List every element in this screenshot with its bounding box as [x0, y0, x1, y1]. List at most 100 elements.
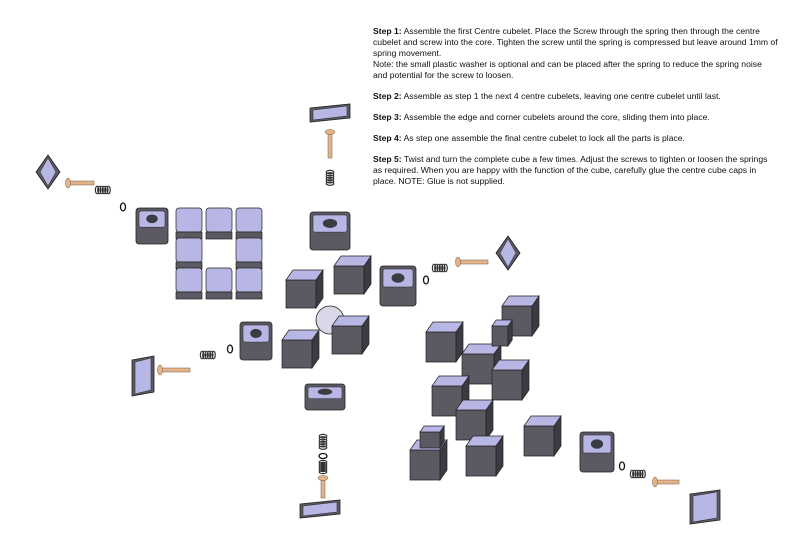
- cubelet-face: [331, 315, 370, 327]
- spring-coil: [206, 350, 212, 360]
- cubelet-face: [175, 267, 203, 293]
- cubelet-face: [285, 269, 324, 281]
- cubelet-face: [455, 399, 494, 411]
- spring-coil: [639, 469, 644, 479]
- spring-coil: [318, 463, 328, 469]
- bottom-screw: [317, 475, 329, 499]
- cubelet-face: [419, 425, 445, 433]
- lower-left-spring: [199, 350, 216, 360]
- spring-coil: [436, 263, 441, 273]
- screw-head: [455, 256, 461, 268]
- step-label: Step 5:: [373, 154, 402, 164]
- lower-left-centre-cubelet: [239, 321, 273, 361]
- right-lower-centre-cap: [689, 489, 721, 525]
- top-screw: [324, 129, 336, 159]
- screw-head: [324, 129, 336, 135]
- step-text: Assemble the edge and corner cubelets ar…: [403, 112, 710, 122]
- bottom-centre-cap: [299, 499, 341, 519]
- left-screw: [65, 177, 95, 189]
- spring-coil: [318, 443, 328, 448]
- cubelet: [205, 207, 233, 240]
- lower-left-washer: [226, 344, 234, 354]
- screw-shaft: [654, 479, 680, 485]
- right-lower-centre-cubelet: [579, 431, 615, 473]
- step-text: Assemble the first Centre cubelet. Place…: [373, 26, 778, 58]
- top-spring: [325, 169, 335, 186]
- centre-hole: [590, 439, 604, 449]
- step-3: Step 3: Assemble the edge and corner cub…: [373, 112, 778, 123]
- cubelet-face: [205, 207, 233, 233]
- cubelet-face: [333, 255, 372, 267]
- screw-shaft: [67, 180, 95, 186]
- spring-coil: [636, 469, 642, 479]
- step-5: Step 5: Twist and turn the complete cube…: [373, 154, 778, 187]
- screw-shaft: [327, 131, 333, 159]
- cubelet: [281, 328, 320, 370]
- spring-coil: [209, 350, 214, 360]
- cubelet-side: [409, 449, 441, 481]
- spring-coil: [434, 263, 439, 273]
- cubelet-face: [431, 375, 470, 387]
- centre-hole: [322, 218, 338, 228]
- cap-face: [134, 357, 152, 395]
- step-text: Twist and turn the complete cube a few t…: [373, 154, 768, 186]
- step-2: Step 2: Assemble as step 1 the next 4 ce…: [373, 91, 778, 102]
- assembly-instructions: Step 1: Assemble the first Centre cubele…: [373, 26, 778, 197]
- spring-coil: [325, 176, 335, 182]
- lower-left-centre-cap: [131, 355, 155, 397]
- cubelet-face: [281, 329, 320, 341]
- cubelet-face: [491, 359, 530, 371]
- screw-head: [317, 475, 329, 481]
- cubelet-side: [491, 325, 509, 347]
- spring-coil: [632, 469, 637, 479]
- spring-coil: [325, 181, 335, 186]
- cap-face: [39, 157, 57, 187]
- cubelet: [175, 267, 203, 300]
- cubelet-face: [175, 237, 203, 263]
- left-washer: [119, 202, 127, 212]
- screw-shaft: [457, 259, 489, 265]
- screw-shaft: [320, 477, 326, 499]
- cubelet-side: [333, 265, 365, 295]
- centre-hole: [146, 214, 158, 224]
- spring-coil: [99, 185, 104, 195]
- cubelet: [425, 320, 464, 364]
- spring-coil: [199, 350, 205, 360]
- cubelet: [491, 318, 513, 348]
- spring-coil: [318, 465, 328, 471]
- cubelet-side: [419, 431, 441, 449]
- cubelet: [331, 314, 370, 356]
- spring-coil: [94, 185, 100, 195]
- left-centre-cap: [35, 154, 61, 190]
- spring-coil: [325, 172, 335, 177]
- cubelet-side: [491, 369, 523, 401]
- cubelet-face: [491, 319, 513, 327]
- cap-face: [302, 501, 338, 517]
- cubelet: [455, 398, 494, 442]
- bottom-washer: [318, 452, 328, 460]
- cubelet-side: [175, 291, 203, 300]
- step-label: Step 1:: [373, 26, 402, 36]
- spring-coil: [641, 469, 646, 479]
- cubelet-face: [501, 295, 540, 307]
- right-spring: [431, 263, 448, 273]
- cubelet-face: [235, 267, 263, 293]
- left-spring: [94, 185, 111, 195]
- top-centre-cubelet: [309, 211, 351, 251]
- spring-coil: [438, 263, 444, 273]
- cubelet-side: [425, 331, 457, 363]
- right-lower-washer: [618, 461, 626, 471]
- step-text: As step one assemble the final centre cu…: [403, 133, 685, 143]
- cubelet: [175, 207, 203, 240]
- spring-coil: [441, 263, 446, 273]
- right-centre-cap: [495, 235, 521, 271]
- cap-face: [692, 491, 718, 523]
- step-4: Step 4: As step one assemble the final c…: [373, 133, 778, 144]
- cubelet-face: [175, 207, 203, 233]
- cubelet-face: [235, 207, 263, 233]
- centre-hole: [317, 388, 333, 395]
- spring-coil: [204, 350, 209, 360]
- cubelet: [205, 267, 233, 300]
- spring-coil: [106, 185, 111, 195]
